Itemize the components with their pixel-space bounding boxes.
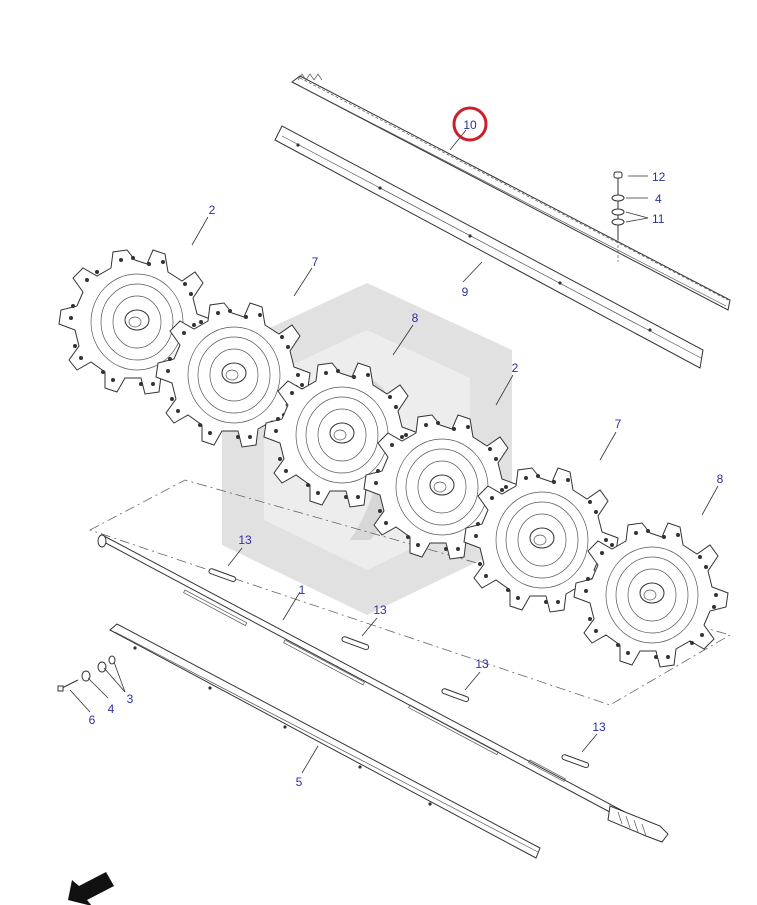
- callout-10: 10: [463, 118, 477, 132]
- leader-lines: [69, 129, 719, 774]
- callout-9: 9: [462, 285, 469, 299]
- callout-13: 13: [238, 533, 252, 547]
- callout-7: 7: [615, 417, 622, 431]
- toothed-rack: [291, 73, 731, 311]
- callout-2: 2: [512, 361, 519, 375]
- assembly-boundary: [88, 479, 732, 706]
- callout-8: 8: [412, 311, 419, 325]
- angle-bar: [274, 125, 704, 369]
- bolt-assembly-left: [57, 655, 116, 692]
- callout-3: 3: [127, 692, 134, 706]
- callout-2: 2: [209, 203, 216, 217]
- callout-labels: 2 7 8 2 7 8 10 9 12 4 11 13 13 13 13 1 5…: [89, 118, 724, 789]
- flat-bar: [109, 623, 541, 859]
- callout-5: 5: [296, 775, 303, 789]
- keys: [208, 568, 590, 769]
- callout-13: 13: [592, 720, 606, 734]
- callout-13: 13: [475, 657, 489, 671]
- callout-12: 12: [652, 170, 666, 184]
- callout-6: 6: [89, 713, 96, 727]
- callout-1: 1: [299, 583, 306, 597]
- drive-shaft: [97, 534, 669, 843]
- bolt-assembly-top: [611, 171, 625, 262]
- callout-8: 8: [717, 472, 724, 486]
- highlight-ring: [452, 106, 488, 142]
- callout-4: 4: [108, 702, 115, 716]
- arrow-down-left-icon: [68, 872, 114, 905]
- callout-7: 7: [312, 255, 319, 269]
- callout-4: 4: [655, 192, 662, 206]
- callout-11: 11: [652, 212, 665, 226]
- callout-13: 13: [373, 603, 387, 617]
- sprocket-8-right: [573, 522, 729, 668]
